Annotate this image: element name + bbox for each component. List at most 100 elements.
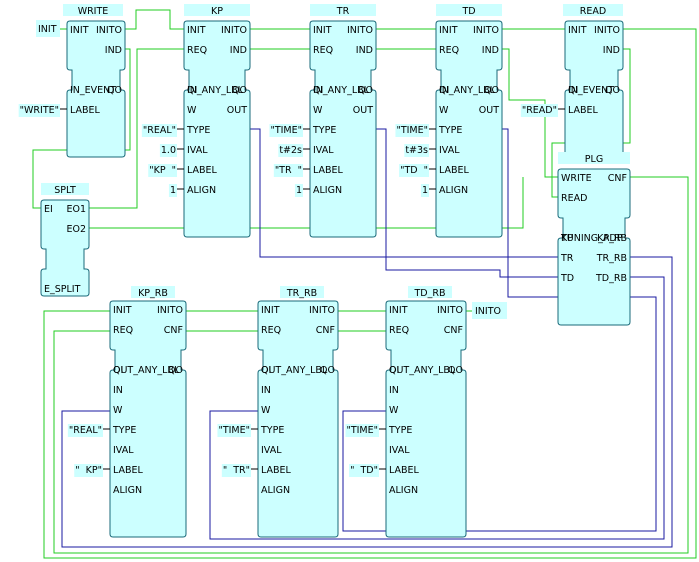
block-name-tag [63,4,123,16]
constant-text: " TR" [223,465,250,476]
input-port: LABEL [313,165,344,176]
constant-background [278,144,304,157]
constant-value[interactable]: "REAL" [67,424,110,437]
function-block-kp[interactable]: KPIN_ANY_LBLINITREQQIWTYPEIVALLABELALIGN… [183,4,251,238]
constant-value[interactable]: " TD" [349,464,386,477]
output-port: INITO [437,305,463,316]
output-port: IND [230,45,247,56]
constant-value[interactable]: 1 [420,184,436,197]
constant-value[interactable]: "TR " [273,164,310,177]
input-port: TYPE [112,425,136,436]
function-block-trrb[interactable]: TR_RBOUT_ANY_LBLINITREQQIINWTYPEIVALLABE… [257,286,339,538]
function-block-kprb[interactable]: KP_RBOUT_ANY_LBLINITREQQIINWTYPEIVALLABE… [109,286,187,538]
constant-value[interactable]: "TIME" [269,124,310,137]
constant-text: 1.0 [161,145,176,156]
input-port: W [113,405,123,416]
block-name-tag [310,4,376,16]
input-port: ALIGN [389,485,418,496]
input-port: REQ [113,325,133,336]
constant-value[interactable]: "TIME" [345,424,386,437]
constant-text: "WRITE" [20,105,59,116]
constant-background [399,164,429,177]
output-port: IND [482,45,499,56]
constant-value[interactable]: "READ" [520,104,565,117]
input-port: LABEL [568,105,599,116]
constant-value[interactable]: "KP " [148,164,184,177]
constant-value[interactable]: t#2s [278,144,310,157]
output-port: INITO [594,25,620,36]
input-port: QI [113,365,123,376]
constant-value[interactable]: " TR" [221,464,258,477]
input-port: LABEL [187,165,218,176]
input-port: W [187,105,197,116]
constant-text: 1 [170,185,176,196]
constant-background [420,184,429,197]
output-port: IND [105,45,122,56]
input-port: LABEL [439,165,470,176]
block-type-name: OUT_ANY_LBL [113,365,180,376]
input-port: INIT [70,25,89,36]
input-port: ALIGN [439,185,468,196]
block-name-tag [436,4,502,16]
block-body [435,20,503,238]
constant-background [221,464,251,477]
input-port: INIT [389,305,408,316]
input-port: LABEL [70,105,101,116]
input-port: TYPE [438,125,462,136]
output-port: TD_RB [595,273,627,284]
function-block-td[interactable]: TDIN_ANY_LBLINITREQQIWTYPEIVALLABELALIGN… [435,4,503,238]
function-block-plg[interactable]: PLGTUNING_ADPWRITEREADKPTRTDCNFKP_RBTR_R… [557,152,631,326]
constant-value[interactable]: 1 [294,184,310,197]
input-port: ALIGN [113,485,142,496]
constant-value[interactable]: t#3s [404,144,436,157]
output-port: KP_RB [597,233,627,244]
output-port: QO [358,85,373,96]
function-block-tr[interactable]: TRIN_ANY_LBLINITREQQIWTYPEIVALLABELALIGN… [309,4,377,238]
constant-value[interactable]: " KP" [74,464,110,477]
constant-value[interactable]: "TIME" [395,124,436,137]
constant-value[interactable]: "TIME" [217,424,258,437]
constant-value[interactable]: "WRITE" [18,104,67,117]
constant-value[interactable]: 1 [168,184,184,197]
input-port: IVAL [439,145,460,156]
external-init-label: INIT [38,24,57,35]
constant-value[interactable]: "TD " [399,164,436,177]
input-port: W [439,105,449,116]
input-port: ALIGN [313,185,342,196]
input-port: IVAL [187,145,208,156]
input-port: REQ [389,325,409,336]
output-port: EO1 [66,204,86,215]
constant-text: "TIME" [346,425,378,436]
block-instance-name: KP [211,6,223,17]
block-body [66,20,126,158]
block-name-tag [280,286,324,298]
constant-background [159,144,177,157]
output-port: TR_RB [596,253,627,264]
block-instance-name: WRITE [78,6,109,17]
constant-background [168,184,177,197]
constant-background [148,164,177,177]
input-port: W [313,105,323,116]
function-block-tdrb[interactable]: TD_RBOUT_ANY_LBLINITREQQIINWTYPEIVALLABE… [385,286,467,538]
input-port: REQ [313,45,333,56]
input-port: QI [568,85,578,96]
output-port: QO [107,85,122,96]
block-name-tag [563,4,623,16]
output-port: INITO [473,25,499,36]
constant-text: "REAL" [69,425,102,436]
output-port: QO [168,365,183,376]
event-connection [502,48,558,178]
constant-value[interactable]: "REAL" [141,124,184,137]
data-connection [250,128,558,258]
block-instance-name: KP_RB [138,288,168,299]
input-port: KP [561,233,573,244]
data-connection [342,296,657,532]
constant-value[interactable]: 1.0 [159,144,184,157]
output-port: CNF [316,325,335,336]
input-port: ALIGN [187,185,216,196]
block-type-name: OUT_ANY_LBL [261,365,328,376]
output-port: QO [605,85,620,96]
